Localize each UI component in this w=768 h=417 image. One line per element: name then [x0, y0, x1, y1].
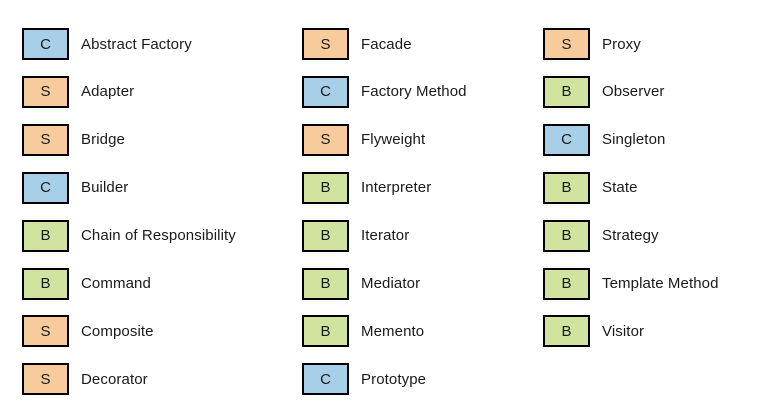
- category-box-behavioral: B: [543, 219, 590, 252]
- pattern-row[interactable]: S Facade: [302, 27, 412, 61]
- category-box-creational: C: [22, 28, 69, 60]
- pattern-label: Flyweight: [361, 131, 426, 149]
- category-box-behavioral: B: [302, 267, 349, 300]
- pattern-label: Singleton: [602, 131, 666, 149]
- pattern-label: Factory Method: [361, 83, 467, 101]
- pattern-row[interactable]: C Builder: [22, 171, 128, 205]
- category-box-behavioral: B: [22, 267, 69, 300]
- pattern-row[interactable]: S Flyweight: [302, 123, 425, 157]
- pattern-row[interactable]: B Chain of Responsibility: [22, 219, 236, 253]
- pattern-label: Chain of Responsibility: [81, 227, 236, 245]
- category-box-behavioral: B: [543, 315, 590, 348]
- category-box-structural: S: [22, 315, 69, 348]
- pattern-label: Memento: [361, 322, 425, 340]
- pattern-label: Builder: [81, 179, 129, 197]
- pattern-row[interactable]: B Command: [22, 267, 151, 301]
- category-box-creational: C: [22, 171, 69, 204]
- category-box-structural: S: [302, 123, 349, 156]
- pattern-row[interactable]: S Composite: [22, 314, 154, 348]
- pattern-row[interactable]: B Visitor: [543, 314, 644, 348]
- pattern-row[interactable]: B Interpreter: [302, 171, 431, 205]
- pattern-label: Facade: [361, 35, 412, 53]
- category-box-structural: S: [543, 28, 590, 60]
- pattern-label: Interpreter: [361, 179, 432, 197]
- pattern-label: Visitor: [602, 322, 645, 340]
- category-box-creational: C: [543, 123, 590, 156]
- category-box-behavioral: B: [543, 267, 590, 300]
- category-box-behavioral: B: [302, 315, 349, 348]
- category-box-behavioral: B: [543, 75, 590, 108]
- pattern-row[interactable]: S Bridge: [22, 123, 125, 157]
- pattern-row[interactable]: C Prototype: [302, 362, 426, 396]
- pattern-label: State: [602, 179, 638, 197]
- pattern-label: Prototype: [361, 370, 427, 388]
- category-box-behavioral: B: [543, 171, 590, 204]
- pattern-row[interactable]: C Factory Method: [302, 75, 467, 109]
- category-box-behavioral: B: [302, 171, 349, 204]
- pattern-label: Proxy: [602, 35, 641, 53]
- pattern-row[interactable]: B Iterator: [302, 219, 409, 253]
- pattern-label: Strategy: [602, 227, 659, 245]
- category-box-creational: C: [302, 75, 349, 108]
- pattern-row[interactable]: S Decorator: [22, 362, 148, 396]
- category-box-behavioral: B: [22, 219, 69, 252]
- pattern-label: Adapter: [81, 83, 135, 101]
- pattern-label: Composite: [81, 322, 154, 340]
- pattern-label: Template Method: [602, 275, 719, 292]
- pattern-label: Bridge: [81, 131, 125, 149]
- category-box-structural: S: [22, 363, 69, 396]
- pattern-row[interactable]: B Memento: [302, 314, 424, 348]
- pattern-row[interactable]: C Singleton: [543, 123, 665, 157]
- pattern-label: Abstract Factory: [81, 35, 192, 53]
- category-box-behavioral: B: [302, 219, 349, 252]
- pattern-label: Mediator: [361, 275, 421, 292]
- pattern-label: Command: [81, 275, 151, 292]
- category-box-creational: C: [302, 363, 349, 396]
- pattern-row[interactable]: B Strategy: [543, 219, 659, 253]
- pattern-row[interactable]: C Abstract Factory: [22, 27, 192, 61]
- pattern-row[interactable]: B State: [543, 171, 638, 205]
- pattern-row[interactable]: B Template Method: [543, 267, 719, 301]
- category-box-structural: S: [22, 75, 69, 108]
- pattern-row[interactable]: S Adapter: [22, 75, 134, 109]
- pattern-label: Iterator: [361, 227, 410, 245]
- pattern-row[interactable]: B Mediator: [302, 267, 420, 301]
- pattern-label: Observer: [602, 83, 665, 101]
- pattern-row[interactable]: B Observer: [543, 75, 665, 109]
- pattern-row[interactable]: S Proxy: [543, 27, 641, 61]
- category-box-structural: S: [22, 123, 69, 156]
- pattern-label: Decorator: [81, 370, 148, 388]
- category-box-structural: S: [302, 28, 349, 60]
